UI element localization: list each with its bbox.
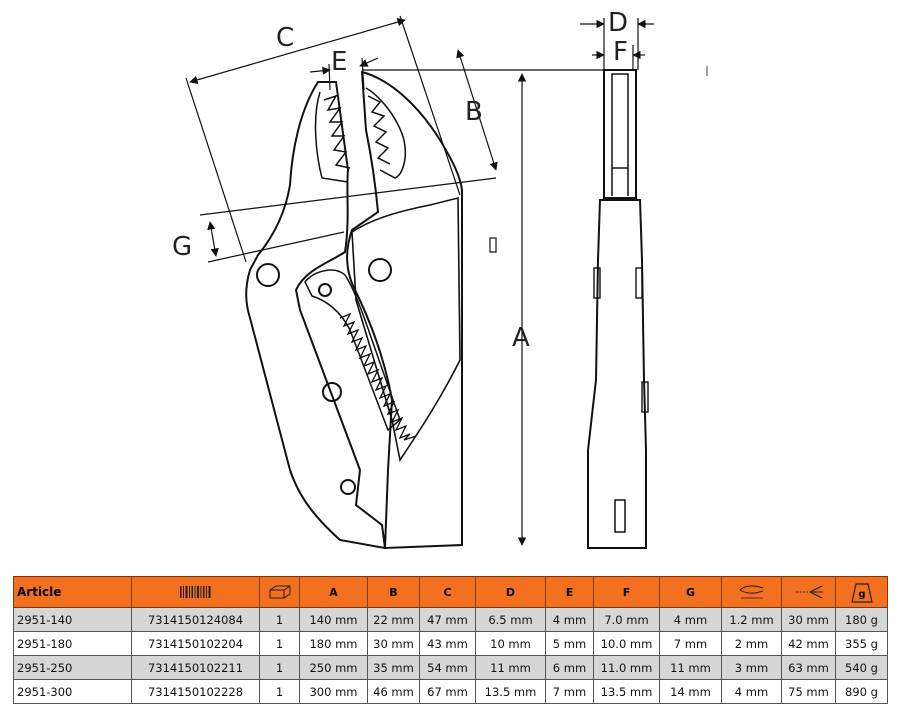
cell-c: 47 mm xyxy=(419,607,476,632)
cell-weight: 540 g xyxy=(835,655,888,680)
col-header-f: F xyxy=(593,576,660,608)
col-header-force xyxy=(721,576,782,608)
specification-table: Article A B C D E F G xyxy=(13,576,888,704)
cell-article: 2951-180 xyxy=(13,631,132,656)
cell-force: 1.2 mm xyxy=(721,607,782,632)
dim-label-a: A xyxy=(512,323,530,353)
cell-c: 67 mm xyxy=(419,679,476,704)
cell-capacity: 30 mm xyxy=(781,607,836,632)
cell-b: 46 mm xyxy=(367,679,420,704)
dim-label-f: F xyxy=(613,37,628,67)
weight-icon: g xyxy=(850,583,873,603)
pliers-front-view xyxy=(587,69,649,549)
cell-article: 2951-140 xyxy=(13,607,132,632)
barcode-icon xyxy=(179,586,210,598)
cell-pack: 1 xyxy=(259,679,300,704)
cell-b: 22 mm xyxy=(367,607,420,632)
cell-capacity: 63 mm xyxy=(781,655,836,680)
col-header-b: B xyxy=(367,576,420,608)
cell-a: 250 mm xyxy=(299,655,368,680)
cell-g: 4 mm xyxy=(659,607,722,632)
col-header-barcode xyxy=(131,576,260,608)
cell-pack: 1 xyxy=(259,607,300,632)
dim-label-d: D xyxy=(608,8,628,38)
cell-e: 6 mm xyxy=(545,655,594,680)
locking-pliers-drawing: C E B G A D F xyxy=(172,8,708,550)
cell-e: 5 mm xyxy=(545,631,594,656)
cell-f: 13.5 mm xyxy=(593,679,660,704)
cell-e: 7 mm xyxy=(545,679,594,704)
cell-force: 3 mm xyxy=(721,655,782,680)
col-header-a: A xyxy=(299,576,368,608)
dim-label-c: C xyxy=(276,23,294,53)
col-header-g: G xyxy=(659,576,722,608)
col-header-capacity xyxy=(781,576,836,608)
table-header-row: Article A B C D E F G xyxy=(13,576,888,608)
col-header-weight: g xyxy=(835,576,888,608)
col-header-article: Article xyxy=(13,576,132,608)
cell-pack: 1 xyxy=(259,631,300,656)
cell-barcode: 7314150102211 xyxy=(131,655,260,680)
cell-force: 4 mm xyxy=(721,679,782,704)
cell-capacity: 75 mm xyxy=(781,679,836,704)
dim-label-b: B xyxy=(465,97,483,127)
front-view-dimensions xyxy=(580,18,708,76)
side-view-dimensions xyxy=(185,15,610,546)
jaw-capacity-icon xyxy=(795,585,823,599)
cell-d: 10 mm xyxy=(475,631,546,656)
cell-barcode: 7314150124084 xyxy=(131,607,260,632)
cell-article: 2951-250 xyxy=(13,655,132,680)
cell-d: 11 mm xyxy=(475,655,546,680)
cell-b: 35 mm xyxy=(367,655,420,680)
cell-force: 2 mm xyxy=(721,631,782,656)
cell-barcode: 7314150102204 xyxy=(131,631,260,656)
col-header-d: D xyxy=(475,576,546,608)
cell-g: 11 mm xyxy=(659,655,722,680)
cell-a: 180 mm xyxy=(299,631,368,656)
cell-d: 6.5 mm xyxy=(475,607,546,632)
col-header-e: E xyxy=(545,576,594,608)
cell-d: 13.5 mm xyxy=(475,679,546,704)
cell-g: 7 mm xyxy=(659,631,722,656)
cell-article: 2951-300 xyxy=(13,679,132,704)
pliers-side-view xyxy=(245,70,497,550)
dim-label-g: G xyxy=(172,232,192,262)
weight-unit-label: g xyxy=(858,589,865,600)
cell-pack: 1 xyxy=(259,655,300,680)
cell-weight: 890 g xyxy=(835,679,888,704)
cell-weight: 355 g xyxy=(835,631,888,656)
cell-barcode: 7314150102228 xyxy=(131,679,260,704)
cell-f: 11.0 mm xyxy=(593,655,660,680)
cell-c: 43 mm xyxy=(419,631,476,656)
cell-capacity: 42 mm xyxy=(781,631,836,656)
cell-g: 14 mm xyxy=(659,679,722,704)
col-header-c: C xyxy=(419,576,476,608)
cell-weight: 180 g xyxy=(835,607,888,632)
cell-a: 300 mm xyxy=(299,679,368,704)
package-box-icon xyxy=(269,585,290,599)
cell-f: 10.0 mm xyxy=(593,631,660,656)
cell-c: 54 mm xyxy=(419,655,476,680)
cell-e: 4 mm xyxy=(545,607,594,632)
clamping-force-icon xyxy=(739,585,763,599)
dim-label-e: E xyxy=(331,47,347,77)
cell-f: 7.0 mm xyxy=(593,607,660,632)
col-header-package xyxy=(259,576,300,608)
cell-b: 30 mm xyxy=(367,631,420,656)
cell-a: 140 mm xyxy=(299,607,368,632)
